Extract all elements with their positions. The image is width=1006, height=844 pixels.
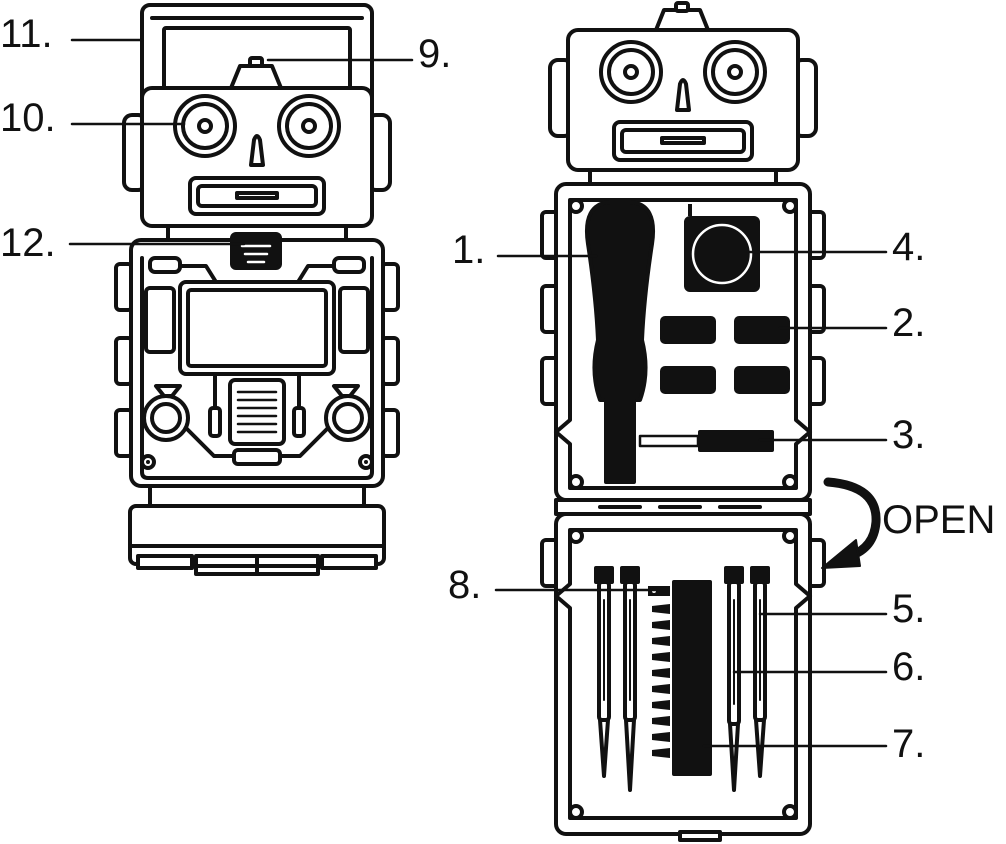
callout-9: 9. (418, 32, 451, 76)
callout-6: 6. (892, 645, 925, 689)
callout-4: 4. (892, 225, 925, 269)
callout-12: 12. (0, 221, 56, 265)
closed-robot (114, 3, 400, 576)
callout-2: 2. (892, 301, 925, 345)
mouth (188, 176, 326, 216)
open-arrow-head (821, 539, 861, 569)
precision-screwdrivers-left (594, 566, 640, 792)
antenna (229, 64, 283, 90)
side-bumps (114, 262, 400, 458)
callout-11: 11. (0, 12, 53, 56)
bit-sockets (660, 316, 790, 394)
belt-clip (230, 232, 282, 270)
open-robot (540, 1, 826, 842)
screwdriver-handle (585, 200, 655, 484)
nose (249, 134, 265, 167)
open-arrow (823, 477, 881, 561)
hinge (554, 498, 812, 516)
eye-right (277, 94, 341, 158)
precision-screwdrivers-right (724, 566, 770, 792)
leader-lines (68, 38, 888, 748)
callout-7: 7. (892, 722, 925, 766)
callout-3: 3. (892, 413, 925, 457)
bit-strip (648, 580, 712, 776)
callout-8: 8. (448, 563, 481, 607)
callout-5: 5. (892, 587, 925, 631)
eye-left (173, 94, 237, 158)
open-label: OPEN (882, 498, 995, 542)
callout-10: 10. (0, 96, 56, 140)
callout-1: 1. (452, 228, 485, 272)
